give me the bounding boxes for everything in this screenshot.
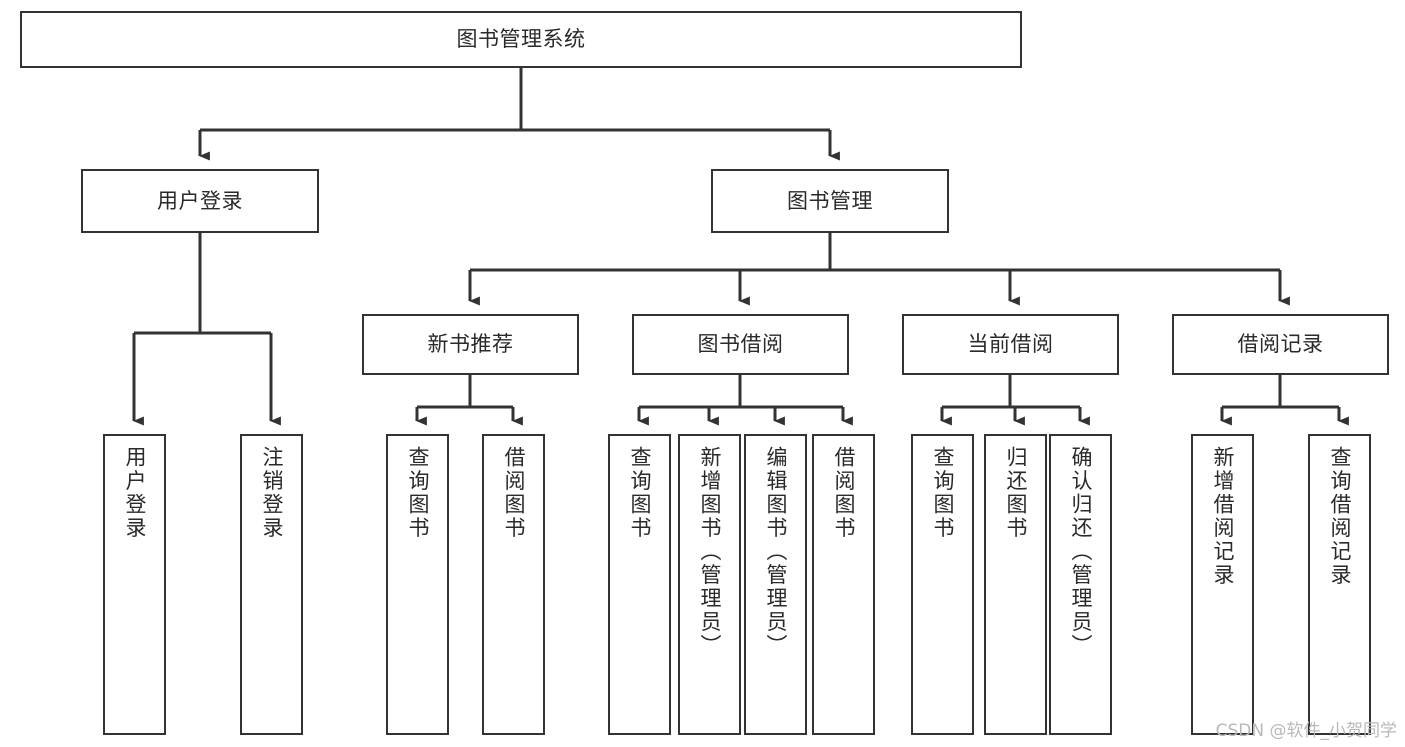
leaf-edit-book[interactable]: 编辑图书（管理员） (744, 434, 807, 735)
leaf-query-book-2[interactable]: 查询图书 (608, 434, 671, 735)
leaf-borrow-book-2[interactable]: 借阅图书 (812, 434, 875, 735)
leaf-logout-label: 注销登录 (260, 446, 284, 540)
leaf-query-book-2-label: 查询图书 (628, 446, 652, 540)
leaf-edit-book-label: 编辑图书（管理员） (764, 446, 788, 658)
leaf-return-book-label: 归还图书 (1004, 446, 1028, 540)
node-book-borrow-label: 图书借阅 (697, 332, 784, 357)
leaf-confirm-return-label: 确认归还（管理员） (1069, 446, 1093, 658)
node-root[interactable]: 图书管理系统 (20, 11, 1022, 68)
leaf-add-book-label: 新增图书（管理员） (698, 446, 722, 658)
leaf-query-record-label: 查询借阅记录 (1328, 446, 1352, 587)
leaf-borrow-book-2-label: 借阅图书 (832, 446, 856, 540)
leaf-logout[interactable]: 注销登录 (240, 434, 303, 735)
node-current-borrow[interactable]: 当前借阅 (902, 314, 1119, 375)
node-new-book-recommend[interactable]: 新书推荐 (362, 314, 579, 375)
leaf-user-login[interactable]: 用户登录 (103, 434, 166, 735)
leaf-user-login-label: 用户登录 (123, 446, 147, 540)
leaf-query-book-1-label: 查询图书 (406, 446, 430, 540)
node-borrow-record[interactable]: 借阅记录 (1172, 314, 1389, 375)
node-book-manage[interactable]: 图书管理 (711, 169, 949, 233)
leaf-borrow-book-1[interactable]: 借阅图书 (482, 434, 545, 735)
csdn-watermark: CSDN @软件_小贺同学 (1215, 721, 1397, 741)
leaf-confirm-return[interactable]: 确认归还（管理员） (1049, 434, 1112, 735)
node-borrow-record-label: 借阅记录 (1237, 332, 1324, 357)
leaf-add-book[interactable]: 新增图书（管理员） (678, 434, 741, 735)
leaf-add-record-label: 新增借阅记录 (1211, 446, 1235, 587)
leaf-query-book-3[interactable]: 查询图书 (911, 434, 974, 735)
node-root-label: 图书管理系统 (456, 27, 586, 52)
leaf-return-book[interactable]: 归还图书 (984, 434, 1047, 735)
node-current-borrow-label: 当前借阅 (967, 332, 1054, 357)
node-new-book-recommend-label: 新书推荐 (427, 332, 514, 357)
leaf-query-record[interactable]: 查询借阅记录 (1308, 434, 1371, 735)
node-book-borrow[interactable]: 图书借阅 (632, 314, 849, 375)
leaf-borrow-book-1-label: 借阅图书 (502, 446, 526, 540)
leaf-query-book-1[interactable]: 查询图书 (386, 434, 449, 735)
leaf-add-record[interactable]: 新增借阅记录 (1191, 434, 1254, 735)
leaf-query-book-3-label: 查询图书 (931, 446, 955, 540)
node-user-login-label: 用户登录 (157, 188, 243, 213)
node-book-manage-label: 图书管理 (787, 188, 873, 213)
node-user-login[interactable]: 用户登录 (81, 169, 319, 233)
